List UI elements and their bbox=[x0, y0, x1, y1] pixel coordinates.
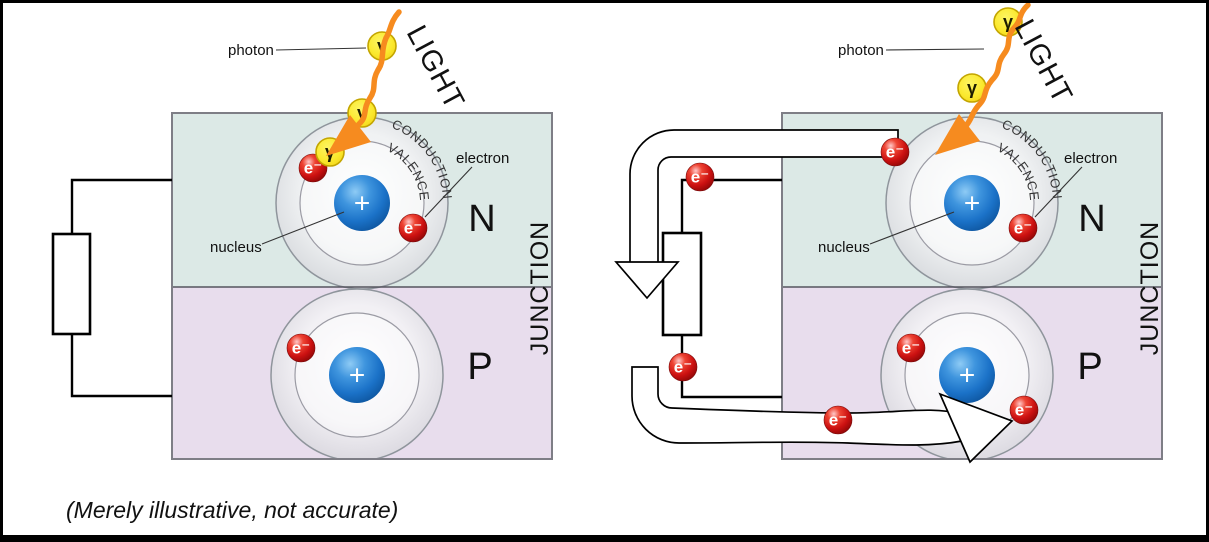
light-label: LIGHT bbox=[400, 20, 471, 115]
electron-n-valence-2 bbox=[398, 213, 428, 243]
junction-label: JUNCTION bbox=[1136, 221, 1164, 355]
light-label: LIGHT bbox=[1008, 14, 1079, 109]
resistor bbox=[661, 231, 703, 337]
nucleus-label: nucleus bbox=[818, 239, 870, 256]
electron-flow-band-bottom bbox=[631, 366, 963, 446]
electron-on-wire-top bbox=[685, 162, 715, 192]
photon-pointer-line bbox=[275, 47, 367, 51]
right-panel: CONDUCTION VALENCE LIGHT N P JUNCTIO bbox=[614, 2, 1164, 464]
electron-returning bbox=[823, 405, 853, 435]
electron-leaving-conduction bbox=[880, 137, 910, 167]
electron-label: electron bbox=[456, 150, 509, 167]
photon-pointer-line bbox=[885, 48, 985, 51]
left-panel: CONDUCTION VALENCE LIGHT N P JUNCTION ph… bbox=[51, 9, 554, 460]
electron-label: electron bbox=[1064, 150, 1117, 167]
bottom-bar bbox=[0, 535, 1209, 542]
electron-p-valence bbox=[286, 333, 316, 363]
nucleus-label: nucleus bbox=[210, 239, 262, 256]
electron-pointer-line bbox=[424, 166, 473, 218]
resistor bbox=[51, 232, 92, 336]
n-label: N bbox=[468, 198, 495, 240]
n-label: N bbox=[1078, 198, 1105, 240]
electron-p-valence bbox=[896, 333, 926, 363]
p-nucleus bbox=[939, 347, 995, 403]
nucleus-pointer-line bbox=[869, 211, 955, 245]
n-nucleus bbox=[944, 175, 1000, 231]
electron-n-valence bbox=[1008, 213, 1038, 243]
electron-pointer-line bbox=[1034, 166, 1083, 218]
photon-label: photon bbox=[228, 42, 274, 59]
n-nucleus bbox=[334, 175, 390, 231]
junction-label: JUNCTION bbox=[526, 221, 554, 355]
light-arrowhead-icon bbox=[935, 114, 980, 155]
electron-on-wire-bottom bbox=[668, 352, 698, 382]
photon-label: photon bbox=[838, 42, 884, 59]
electron-flow-arrowhead-down-icon bbox=[614, 261, 680, 300]
electron-flow-band-top bbox=[629, 129, 899, 273]
light-arrowhead-icon bbox=[326, 115, 371, 156]
nucleus-pointer-line bbox=[261, 211, 345, 245]
p-label: P bbox=[467, 346, 492, 388]
p-nucleus bbox=[329, 347, 385, 403]
electron-flow-arrowhead-right-icon bbox=[938, 392, 1014, 464]
electron-p-outer bbox=[1009, 395, 1039, 425]
p-label: P bbox=[1077, 346, 1102, 388]
light-ray-squiggle bbox=[961, 2, 1031, 131]
caption: (Merely illustrative, not accurate) bbox=[66, 497, 398, 523]
circuit-wire bbox=[70, 178, 172, 398]
